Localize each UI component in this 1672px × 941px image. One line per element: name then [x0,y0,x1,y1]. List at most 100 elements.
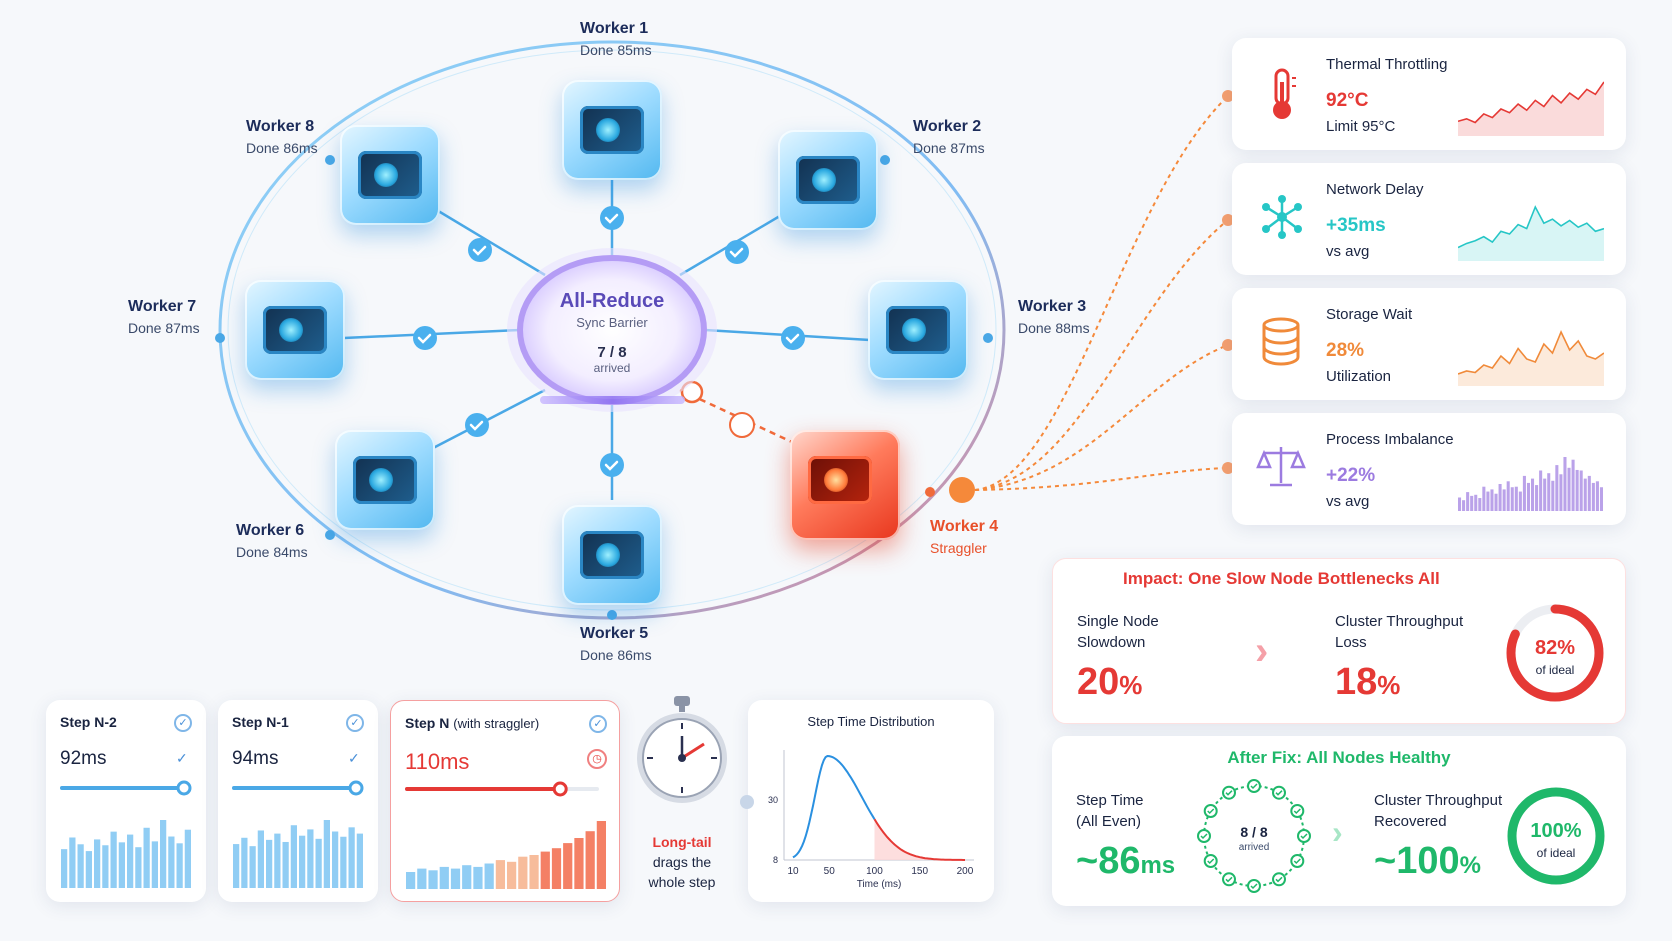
worker-2-gpu[interactable] [778,130,878,230]
spark-line [1458,205,1604,249]
impact-left-label-2: Slowdown [1077,634,1146,651]
all-reduce-hub: All-Reduce Sync Barrier 7 / 8 arrived [520,290,704,375]
spark-bar [1502,489,1506,511]
hub-count-label: arrived [593,361,631,375]
progress-handle[interactable] [176,780,192,796]
cause-card-network[interactable]: Network Delay +35ms vs avg [1232,163,1626,275]
ring-node-check [1275,876,1283,883]
impact-right-unit: % [1377,670,1401,700]
worker-2-label: Worker 2 Done 87ms [913,118,985,156]
worker-3-gpu[interactable] [868,280,968,380]
ring-count: 8 / 8 [1240,824,1268,840]
spark-bar [1494,493,1498,511]
spark-bar [1474,494,1478,511]
histogram-bar [77,844,84,888]
spark-bar [1563,457,1567,511]
ring-node-check [1200,833,1208,840]
impact-title: Impact: One Slow Node Bottlenecks All [1123,569,1440,588]
caption-line-2: drags the [652,854,712,870]
x-tick-label: 200 [957,866,974,877]
ring-label: arrived [1238,842,1270,853]
impact-gauge-label: of ideal [1535,663,1575,677]
worker-8-gpu[interactable] [340,125,440,225]
after-left-number: ~86 [1076,840,1141,882]
histogram-bar [290,825,297,888]
histogram-bar [563,843,573,889]
after-left-label-2: (All Even) [1076,813,1142,830]
worker-status: Done 88ms [1018,320,1090,336]
spark-bar [1587,475,1591,511]
spark-bar [1571,459,1575,511]
worker-7-gpu[interactable] [245,280,345,380]
worker-5-label: Worker 5 Done 86ms [580,625,652,663]
after-title: After Fix: All Nodes Healthy [1227,748,1451,767]
thermometer-icon [1273,68,1296,119]
tail-curve [873,818,965,861]
check-icon: ✓ [348,750,360,766]
step-histogram [61,820,191,888]
histogram-bar [168,836,175,888]
step-histogram [406,821,606,889]
cause-sub: Utilization [1326,368,1392,385]
worker-1-gpu[interactable] [562,80,662,180]
step-progress [232,780,364,796]
histogram-bar [473,866,483,889]
after-right-label-1: Cluster Throughput [1374,792,1503,809]
worker-5-gpu[interactable] [562,505,662,605]
worker-4-gpu[interactable] [790,430,900,540]
worker-status: Done 86ms [246,140,318,156]
worker-4-label: Worker 4 Straggler [930,518,998,556]
chevron-right-icon: › [1332,814,1343,850]
spark-bar [1579,470,1583,511]
step-card-n[interactable]: Step N (with straggler) ✓ 110ms ◷ [390,700,620,902]
worker-7-label: Worker 7 Done 87ms [128,298,200,336]
histogram-bar [551,848,562,889]
x-tick-label: 50 [824,866,836,877]
histogram-bar [282,841,289,888]
step-title: Step N (with straggler) [405,715,539,731]
progress-handle[interactable] [348,780,364,796]
cause-card-thermal[interactable]: Thermal Throttling 92°C Limit 95°C [1232,38,1626,150]
cause-card-storage[interactable]: Storage Wait 28% Utilization [1232,288,1626,400]
progress-handle[interactable] [552,781,568,797]
progress-fill [405,787,561,791]
network-icon [1262,195,1302,239]
tail-area [874,819,965,860]
histogram-bar [249,846,256,888]
cause-title: Thermal Throttling [1326,56,1448,73]
histogram-bar [118,842,125,888]
worker-name: Worker 4 [930,518,999,535]
histogram-bar [176,843,183,888]
spark-bar [1559,474,1563,511]
healthy-nodes-ring [1197,779,1311,893]
cause-title: Storage Wait [1326,306,1413,323]
histogram-bar [428,870,438,889]
slow-alert-icon: ◷ [587,749,607,769]
spark-bar [1482,486,1486,511]
impact-gauge-value: 82% [1534,637,1576,659]
chart-link-dot [740,795,754,809]
hub-title: All-Reduce [559,290,665,312]
step-title: Step N-2 [60,714,117,730]
cause-value: 92°C [1326,90,1369,111]
network-sparkline [1458,205,1604,261]
spark-line [1458,330,1604,375]
worker-6-gpu[interactable] [335,430,435,530]
histogram-bar [323,820,330,888]
chevron-right-icon: › [1255,629,1269,673]
after-gauge-label: of ideal [1536,846,1576,860]
check-icon: ✓ [346,714,364,732]
spark-bar [1522,475,1526,511]
spoke-check-badges [413,206,805,477]
cause-value: +35ms [1326,215,1386,236]
worker-3-label: Worker 3 Done 88ms [1018,298,1090,336]
cause-card-imbalance[interactable]: Process Imbalance +22% vs avg [1232,413,1626,525]
step-card-n-2[interactable]: Step N-2 ✓ 92ms ✓ [46,700,206,902]
check-icon: ✓ [176,750,188,766]
step-title-suffix: (with straggler) [453,716,540,731]
spark-bar [1551,480,1555,511]
histogram-bar [315,838,322,888]
step-card-n-1[interactable]: Step N-1 ✓ 94ms ✓ [218,700,378,902]
histogram-bar [274,833,281,888]
histogram-bar [406,872,416,889]
